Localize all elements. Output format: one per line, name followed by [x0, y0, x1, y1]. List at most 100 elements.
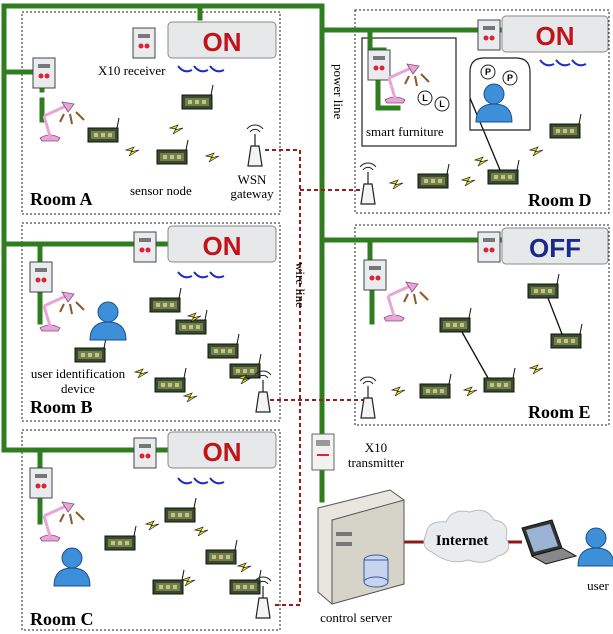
x10-transmitter-label-2: transmitter [348, 455, 405, 470]
user-icon [89, 301, 127, 341]
sensor-node-icon [483, 367, 516, 393]
airflow-icon [177, 65, 225, 73]
room-d-box [354, 9, 610, 214]
user-icon [475, 83, 513, 123]
air-conditioner-room-b: ON [167, 225, 277, 263]
sensor-node-icon [149, 287, 182, 313]
sensor-node-icon [439, 307, 472, 333]
sensor-node-icon [550, 323, 583, 349]
x10-receiver-icon [133, 231, 157, 263]
radio-link-icon [205, 152, 220, 163]
sensor-node-label: sensor node [130, 183, 192, 198]
sensor-node-icon [549, 113, 582, 139]
sensor-node-icon [207, 333, 240, 359]
lamp-icon [38, 290, 86, 333]
wire-line [265, 149, 368, 606]
ac-state-room-c: ON [203, 437, 242, 467]
svg-text:P: P [485, 67, 491, 77]
room-c-box [21, 429, 281, 631]
x10-receiver-icon [133, 437, 157, 469]
room-a-label: Room A [30, 189, 93, 209]
wire-line-label: wire line [293, 262, 308, 308]
remote-user-icon [577, 527, 613, 567]
sofa-icon [469, 57, 531, 131]
smart-furniture-box [361, 37, 457, 147]
svg-text:L: L [422, 93, 428, 103]
x10-receiver-icon [367, 49, 391, 81]
radio-link-icon [529, 146, 544, 157]
sensor-node-icon [87, 117, 120, 143]
laptop-icon [521, 519, 578, 565]
radio-link-icon [183, 392, 198, 403]
wsn-gateway-icon [359, 162, 377, 205]
user-icon [53, 547, 91, 587]
sensor-node-icon [152, 569, 185, 595]
lamp-icon [38, 100, 86, 143]
room-a-box [21, 11, 281, 215]
sensor-node-icon [164, 497, 197, 523]
wsn-gateway-label-1: WSN [238, 172, 268, 187]
air-conditioner-room-c: ON [167, 431, 277, 469]
sensor-node-icon [156, 139, 189, 165]
sensor-node-icon [417, 163, 450, 189]
radio-link-icon [389, 179, 404, 190]
wsn-gateway-label-2: gateway [230, 186, 274, 201]
room-e-box [354, 224, 610, 426]
x10-receiver-icon [132, 27, 156, 59]
radio-link-icon [461, 176, 476, 187]
room-b-label: Room B [30, 397, 93, 417]
x10-receiver-icon [29, 261, 53, 293]
smart-furniture-label: smart furniture [366, 124, 444, 139]
power-line-label: power line [331, 64, 346, 119]
svg-text:P: P [507, 73, 513, 83]
airflow-icon [177, 477, 225, 485]
x10-receiver-icon [477, 19, 501, 51]
sensor-node-icon [104, 525, 137, 551]
x10-transmitter-label-1: X10 [365, 440, 387, 455]
ac-state-room-b: ON [203, 231, 242, 261]
radio-link-icon [145, 520, 160, 531]
user-id-device-label-1: user identification [31, 366, 126, 381]
radio-link-icon [134, 368, 149, 379]
ac-state-room-a: ON [203, 27, 242, 57]
control-server-icon [317, 489, 405, 605]
wsn-gateway-icon [359, 376, 377, 419]
air-conditioner-room-d: ON [501, 15, 609, 53]
radio-link-icon [529, 364, 544, 375]
wsn-gateway-icon [246, 124, 264, 167]
airflow-icon [539, 59, 587, 67]
radio-link-icon [194, 526, 209, 537]
radio-link-icon [169, 124, 184, 135]
lamp-icon [382, 280, 430, 323]
lamp-icon [38, 500, 86, 543]
room-e-label: Room E [528, 402, 591, 422]
mesh-lines [461, 97, 563, 379]
user-label: user [587, 578, 609, 593]
room-d-label: Room D [528, 190, 592, 210]
x10-receiver-icon [32, 57, 56, 89]
ac-state-room-e: OFF [529, 233, 581, 263]
radio-link-icon [181, 576, 196, 587]
power-line [1, 3, 563, 525]
x10-transmitter-icon [311, 433, 335, 471]
radio-link-icon [463, 386, 478, 397]
radio-link-icon [237, 562, 252, 573]
x10-receiver-label: X10 receiver [98, 63, 166, 78]
radio-link-icon [474, 156, 489, 167]
radio-link-icon [125, 146, 140, 157]
sensor-node-icon [154, 367, 187, 393]
airflow-icon [177, 271, 225, 279]
sensor-node-icon [487, 159, 520, 185]
furniture-sensor-icons: P P L L [417, 64, 518, 112]
radio-link-icon [391, 386, 406, 397]
sensor-node-icon [229, 569, 262, 595]
x10-receiver-icon [29, 467, 53, 499]
air-conditioner-room-a: ON [167, 21, 277, 59]
svg-text:L: L [439, 99, 445, 109]
ac-state-room-d: ON [536, 21, 575, 51]
control-server-label: control server [320, 610, 393, 625]
room-c-label: Room C [30, 609, 94, 629]
sensor-node-icon [527, 273, 560, 299]
x10-receiver-icon [477, 231, 501, 263]
